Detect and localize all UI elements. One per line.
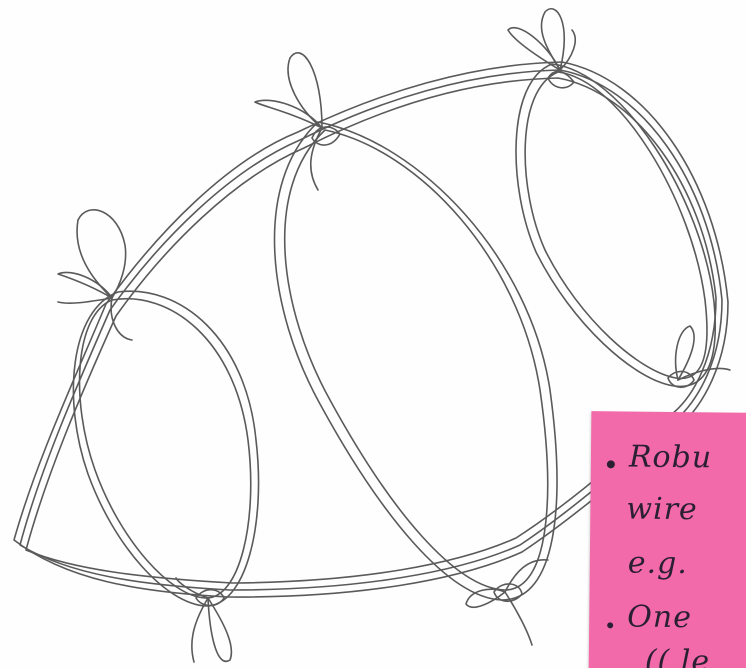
sticky-note-line-5: (( le: [645, 644, 711, 668]
sticky-note: Robu wire e.g. One (( le: [589, 411, 746, 668]
bullet-2: [607, 622, 613, 628]
knot-left: [58, 210, 132, 340]
left-loop-strand-1: [80, 299, 251, 598]
middle-loop: [274, 122, 556, 600]
sticky-note-line-3: e.g.: [628, 546, 688, 582]
left-loop: [73, 291, 258, 606]
left-loop-strand-2: [73, 291, 258, 606]
bullet-1: [607, 460, 615, 468]
sticky-note-line-2: wire: [626, 491, 698, 527]
knot-bottom-middle: [466, 560, 548, 645]
middle-loop-strand-1: [285, 130, 548, 590]
knot-top-right: [508, 9, 575, 88]
right-loop-strand-1: [525, 72, 707, 378]
sticky-note-line-1: Robu: [629, 440, 713, 476]
right-loop: [516, 64, 715, 386]
sticky-note-line-4: One: [627, 600, 692, 636]
